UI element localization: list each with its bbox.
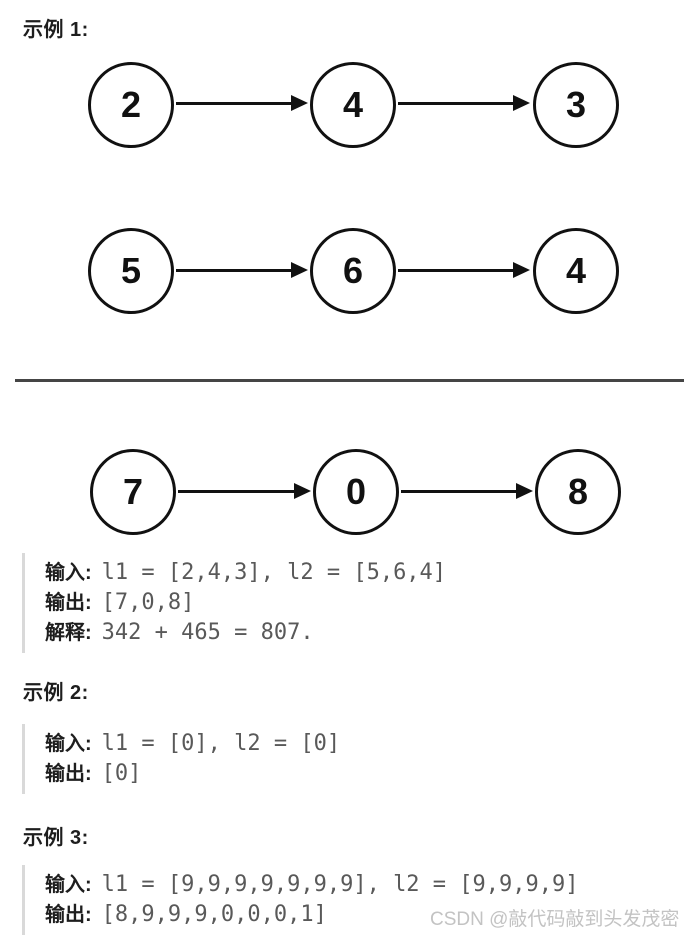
list-arrow-icon — [176, 262, 308, 278]
example1-title: 示例 1: — [23, 19, 89, 41]
list-node: 2 — [88, 62, 174, 148]
output-value: [0] — [101, 761, 142, 786]
explanation-value: 342 + 465 = 807. — [101, 620, 314, 645]
list-node: 0 — [313, 449, 399, 535]
io-line: 输出: [7,0,8] — [45, 588, 678, 618]
explanation-label: 解释: — [45, 622, 92, 644]
input-label: 输入: — [45, 562, 92, 584]
input-value: l1 = [2,4,3], l2 = [5,6,4] — [101, 560, 447, 585]
input-value: l1 = [9,9,9,9,9,9,9], l2 = [9,9,9,9] — [101, 872, 579, 897]
example2-io-block: 输入: l1 = [0], l2 = [0] 输出: [0] — [22, 724, 678, 794]
example1-io-block: 输入: l1 = [2,4,3], l2 = [5,6,4] 输出: [7,0,8]… — [22, 553, 678, 653]
list-arrow-icon — [176, 95, 308, 111]
io-line: 输入: l1 = [9,9,9,9,9,9,9], l2 = [9,9,9,9] — [45, 870, 678, 900]
output-label: 输出: — [45, 763, 92, 785]
io-line: 输入: l1 = [0], l2 = [0] — [45, 729, 678, 759]
list-node: 4 — [310, 62, 396, 148]
io-line: 解释: 342 + 465 = 807. — [45, 618, 678, 648]
list-node: 6 — [310, 228, 396, 314]
list-arrow-icon — [398, 95, 530, 111]
csdn-watermark: CSDN @敲代码敲到头发茂密 — [430, 909, 680, 930]
input-label: 输入: — [45, 733, 92, 755]
io-line: 输出: [8,9,9,9,0,0,0,1] — [45, 900, 678, 930]
list-node: 3 — [533, 62, 619, 148]
list-arrow-icon — [401, 483, 533, 499]
input-label: 输入: — [45, 874, 92, 896]
output-label: 输出: — [45, 904, 92, 926]
list-arrow-icon — [398, 262, 530, 278]
example2-title: 示例 2: — [23, 682, 89, 704]
list-node: 4 — [533, 228, 619, 314]
list-node: 5 — [88, 228, 174, 314]
list-node: 7 — [90, 449, 176, 535]
output-value: [7,0,8] — [101, 590, 195, 615]
output-value: [8,9,9,9,0,0,0,1] — [101, 902, 327, 927]
example3-io-block: 输入:l1 = [9,9,9,9,9,9,9], l2 = [9,9,9,9] … — [22, 865, 678, 935]
input-value: l1 = [0], l2 = [0] — [101, 731, 341, 756]
divider — [15, 379, 684, 382]
output-label: 输出: — [45, 592, 92, 614]
io-line: 输出: [0] — [45, 759, 678, 789]
io-line: 输入: l1 = [2,4,3], l2 = [5,6,4] — [45, 558, 678, 588]
example3-title: 示例 3: — [23, 827, 89, 849]
list-node: 8 — [535, 449, 621, 535]
list-arrow-icon — [178, 483, 311, 499]
